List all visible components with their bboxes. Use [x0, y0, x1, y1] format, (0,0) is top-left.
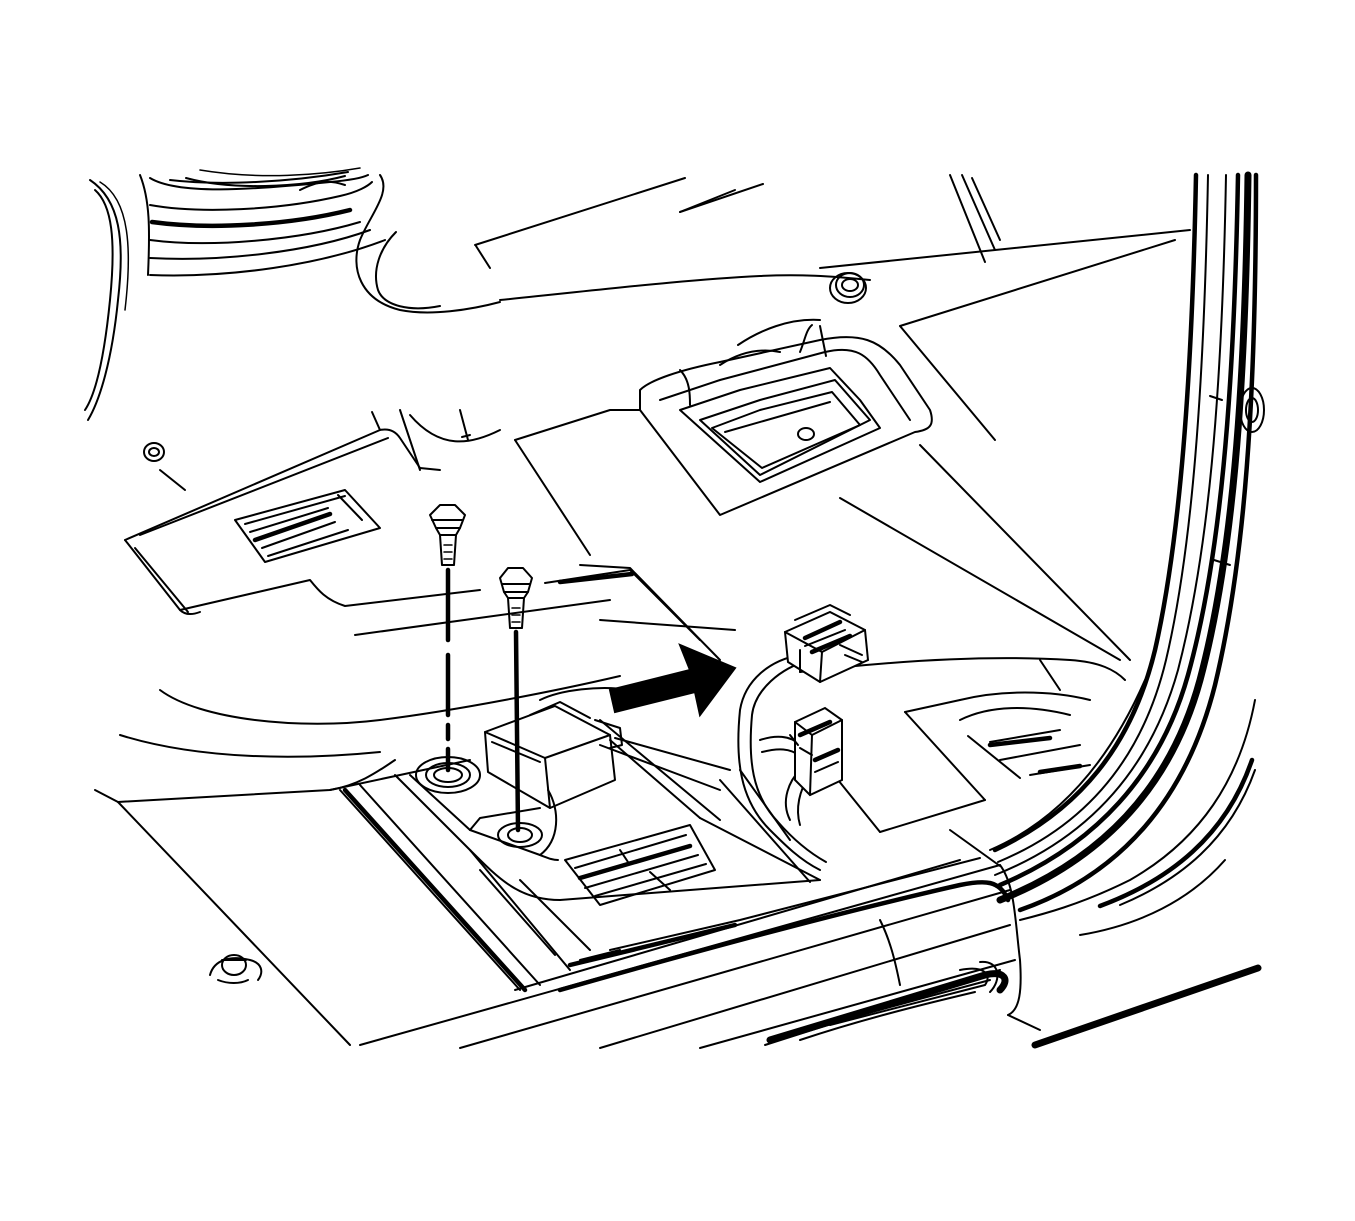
front-sill [359, 829, 1262, 1049]
upper-left-contours [84, 167, 501, 421]
top-panel-edges [474, 174, 1191, 441]
anchor-pocket [639, 318, 933, 516]
door-opening-weatherstrip [989, 171, 1265, 936]
connector-upper [783, 604, 870, 684]
lower-left-pin [209, 954, 263, 984]
connector-lower [789, 706, 843, 797]
left-bracket [124, 409, 501, 616]
seat-track [329, 719, 981, 993]
fastener-left [429, 504, 466, 773]
floor-panel [94, 409, 1131, 1046]
fastener-right [499, 567, 533, 833]
grommet-top-right [829, 272, 867, 304]
sensor-module [415, 687, 731, 861]
callout-arrow [608, 643, 737, 718]
